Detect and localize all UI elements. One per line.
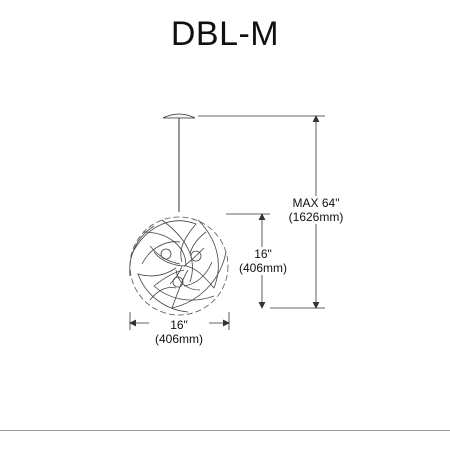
product-title: DBL-M [170, 15, 280, 53]
shade-width-metric: (406mm) [154, 332, 203, 346]
shade-width-label: 16" (406mm) [149, 318, 209, 346]
overall-height-metric: (1626mm) [288, 210, 344, 224]
overall-height-label: MAX 64" (1626mm) [283, 196, 349, 224]
ceiling-canopy [162, 113, 196, 119]
shade-height-label: 16" (406mm) [233, 247, 293, 275]
footer-divider [0, 430, 450, 431]
shade-height-metric: (406mm) [238, 261, 287, 275]
shade-width-imperial: 16" [170, 318, 188, 332]
overall-height-imperial: MAX 64" [292, 196, 340, 210]
shade-height-imperial: 16" [254, 247, 272, 261]
pendant-lamp-icon [129, 216, 229, 316]
